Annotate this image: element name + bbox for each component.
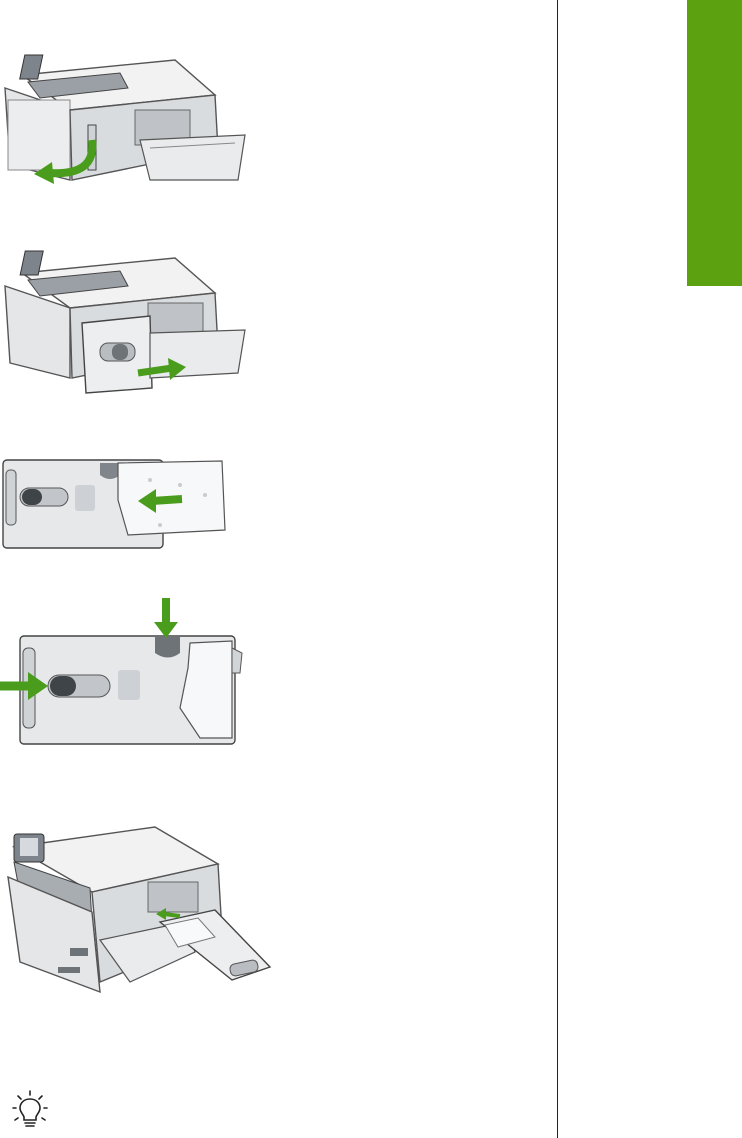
tray-adjust-guides-figure [0,598,250,753]
printer-reinsert-tray-figure [0,822,272,1000]
lightbulb-tip-icon [12,1090,48,1130]
printer-open-rear-door-icon [0,40,250,190]
column-divider [557,0,558,1138]
printer-open-door-figure [0,40,250,190]
tray-adjust-guides-icon [0,598,250,753]
tray-insert-paper-figure [0,455,240,555]
printer-remove-tray-figure [0,238,250,398]
section-tab [687,0,742,286]
printer-remove-tray-icon [0,238,250,398]
tray-insert-paper-icon [0,455,240,555]
printer-reinsert-tray-icon [0,822,272,1000]
